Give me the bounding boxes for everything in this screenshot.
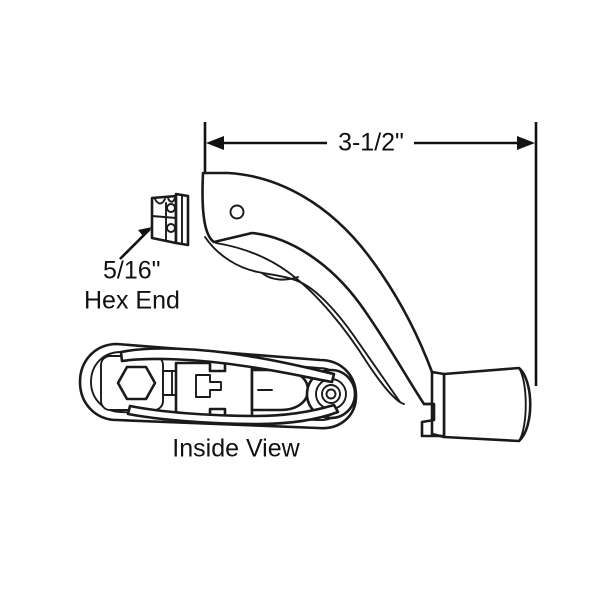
inside-view-folded-arm-lower [126, 403, 340, 426]
hex-socket [116, 365, 157, 401]
hex-shaft-facet-line-2 [151, 215, 177, 219]
inside-view-assembly: Inside View [78, 342, 358, 463]
inside-view-slot-notch [195, 374, 222, 398]
hex-shaft-body [150, 194, 178, 245]
handle-arm-outline [201, 171, 450, 406]
callout-arrow-icon [138, 227, 152, 236]
dimension-length-label: 3-1/2" [338, 129, 404, 157]
knob-body [442, 366, 532, 443]
handle-arm-grip-contour [204, 236, 401, 403]
hex-shaft-boss-upper [166, 203, 176, 213]
dimension-annotation: 3-1/2" [203, 122, 538, 386]
hex-shaft [150, 192, 190, 247]
hex-shaft-notch-right [167, 197, 176, 203]
screw-hole [229, 204, 245, 220]
hex-shaft-boss-lower [166, 223, 176, 233]
knob-shoulder-step [420, 402, 446, 438]
knob-cap-edge [518, 367, 527, 442]
handle-knob [420, 366, 532, 443]
handle-arm-inner-edge [215, 242, 405, 405]
handle-arm-grip-dip [261, 272, 299, 281]
inside-view-folded-arm-upper [119, 347, 336, 384]
hex-end-callout: 5/16" Hex End [84, 227, 180, 315]
hex-shaft-notch-left [154, 198, 166, 205]
inside-view-caption: Inside View [172, 435, 300, 463]
hex-end-label: Hex End [84, 287, 180, 315]
hex-size-label: 5/16" [103, 257, 161, 285]
dimension-arrow-right-icon [517, 136, 535, 150]
dimension-arrow-left-icon [206, 136, 224, 150]
pivot-hole [325, 388, 337, 400]
handle-arm [201, 171, 450, 406]
